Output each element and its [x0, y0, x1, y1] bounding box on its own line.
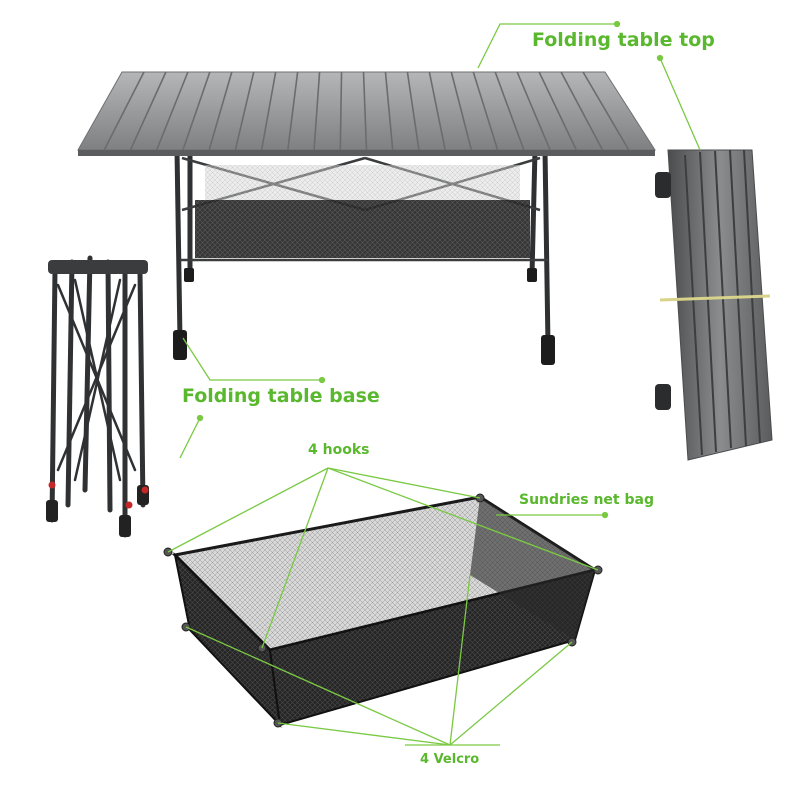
sundries-net-bag [163, 493, 603, 728]
table-slat-line [494, 71, 525, 151]
table-slat-line [384, 71, 394, 151]
net-bag-label: Sundries net bag [519, 492, 654, 508]
folded-table-top [655, 149, 773, 461]
folding-table-top-label: Folding table top [532, 29, 715, 51]
table-slat-line [362, 71, 368, 151]
table-slat-line [516, 71, 551, 151]
callout-lines [167, 20, 701, 746]
table-slat-line [560, 71, 604, 151]
table-slat-line [313, 71, 321, 151]
hooks-label: 4 hooks [308, 442, 370, 458]
table-slat-line [472, 71, 499, 151]
table-slat-line [103, 71, 145, 151]
table-slat-line [182, 71, 211, 151]
table-slat-line [450, 71, 473, 151]
velcro-label: 4 Velcro [420, 752, 480, 767]
table-slat-line [339, 71, 343, 151]
table-slat-line [582, 71, 630, 151]
table-slat-line [155, 71, 189, 151]
table-slat-line [208, 71, 233, 151]
table-slat-line [538, 71, 578, 151]
table-slat-line [234, 71, 255, 151]
table-slat-line [428, 71, 446, 151]
table-slat-line [287, 71, 299, 151]
table-slat-line [260, 71, 277, 151]
assembled-table [77, 71, 656, 365]
table-slat-line [129, 71, 167, 151]
folded-table-base [46, 255, 149, 538]
table-slat-line [406, 71, 420, 151]
folding-table-base-label: Folding table base [182, 385, 380, 407]
